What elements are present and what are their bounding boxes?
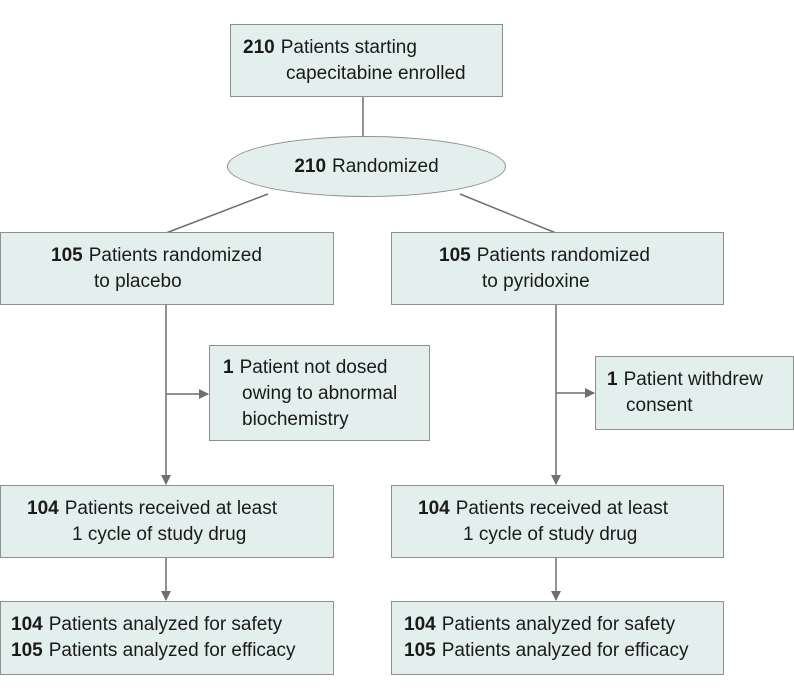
connector-randomized-to-placebo [165,193,269,234]
placebo-excluded-line-1: Patient not dosed [239,357,388,378]
pyridoxine-received-line-1: Patients received at least [455,498,668,519]
pyridoxine-efficacy-label: Patients analyzed for efficacy [441,640,689,661]
placebo-received-count: 104 [27,498,59,519]
placebo-safety-count: 104 [11,614,43,635]
placebo-excluded-line-3: biochemistry [242,409,349,430]
pyridoxine-safety-count: 104 [404,614,436,635]
placebo-received-line-1: Patients received at least [64,498,277,519]
pyridoxine-arm-line-2: to pyridoxine [482,271,590,292]
pyridoxine-arm-line-1: Patients randomized [476,245,650,266]
placebo-excluded-line-2: owing to abnormal [242,383,398,404]
placebo-safety-label: Patients analyzed for safety [48,614,283,635]
enrolled-count: 210 [243,37,275,58]
randomized-label: Randomized [332,155,439,177]
randomized-count: 210 [294,155,327,177]
pyridoxine-arm-count: 105 [439,245,471,266]
pyridoxine-efficacy-count: 105 [404,640,436,661]
enrolled-label-line-2: capecitabine enrolled [286,63,466,84]
pyridoxine-excluded-line-1: Patient withdrew [623,369,763,390]
placebo-arm-count: 105 [51,245,83,266]
pyridoxine-excluded-count: 1 [607,369,618,390]
pyridoxine-excluded-line-2: consent [626,395,693,416]
placebo-efficacy-count: 105 [11,640,43,661]
placebo-received-line-2: 1 cycle of study drug [72,524,247,545]
placebo-arm-line-2: to placebo [94,271,182,292]
placebo-excluded-count: 1 [223,357,234,378]
placebo-arm-line-1: Patients randomized [88,245,262,266]
enrolled-label-line-1: Patients starting [280,37,417,58]
placebo-efficacy-label: Patients analyzed for efficacy [48,640,296,661]
pyridoxine-received-count: 104 [418,498,450,519]
connector-randomized-to-pyridoxine [459,193,557,234]
pyridoxine-received-line-2: 1 cycle of study drug [463,524,638,545]
pyridoxine-safety-label: Patients analyzed for safety [441,614,676,635]
